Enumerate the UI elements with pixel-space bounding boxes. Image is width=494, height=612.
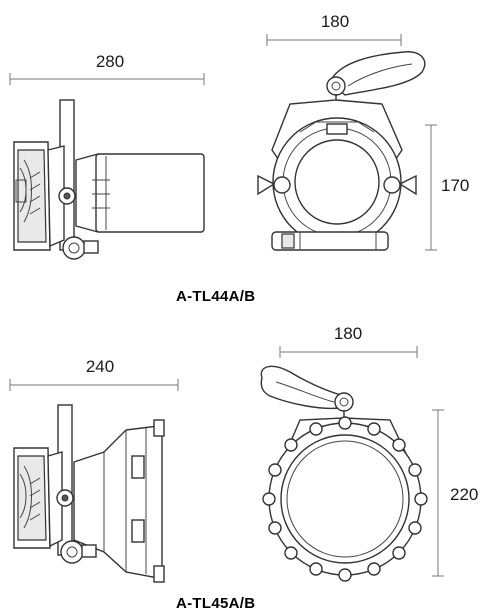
height-dimension-2: 220 — [432, 409, 478, 577]
width-dimension-2: 180 — [279, 324, 418, 358]
front-view-2 — [260, 365, 428, 582]
model-label-2: A-TL45A/B — [176, 595, 255, 612]
length-label-1: 280 — [96, 52, 124, 71]
model-a-tl44-drawing: 280 — [9, 12, 469, 305]
width-label-1: 180 — [321, 12, 349, 31]
height-dimension-1: 170 — [425, 124, 469, 251]
width-label-2: 180 — [334, 324, 362, 343]
model-a-tl45-drawing: 240 — [9, 324, 478, 612]
side-view-1 — [13, 99, 205, 260]
height-label-2: 220 — [450, 485, 478, 504]
side-view-2 — [13, 404, 165, 583]
length-label-2: 240 — [86, 357, 114, 376]
length-dimension-2: 240 — [9, 357, 179, 391]
width-dimension-1: 180 — [266, 12, 402, 46]
model-label-1: A-TL44A/B — [176, 288, 255, 305]
height-label-1: 170 — [441, 176, 469, 195]
front-view-1 — [257, 51, 426, 251]
length-dimension-1: 280 — [9, 52, 205, 85]
